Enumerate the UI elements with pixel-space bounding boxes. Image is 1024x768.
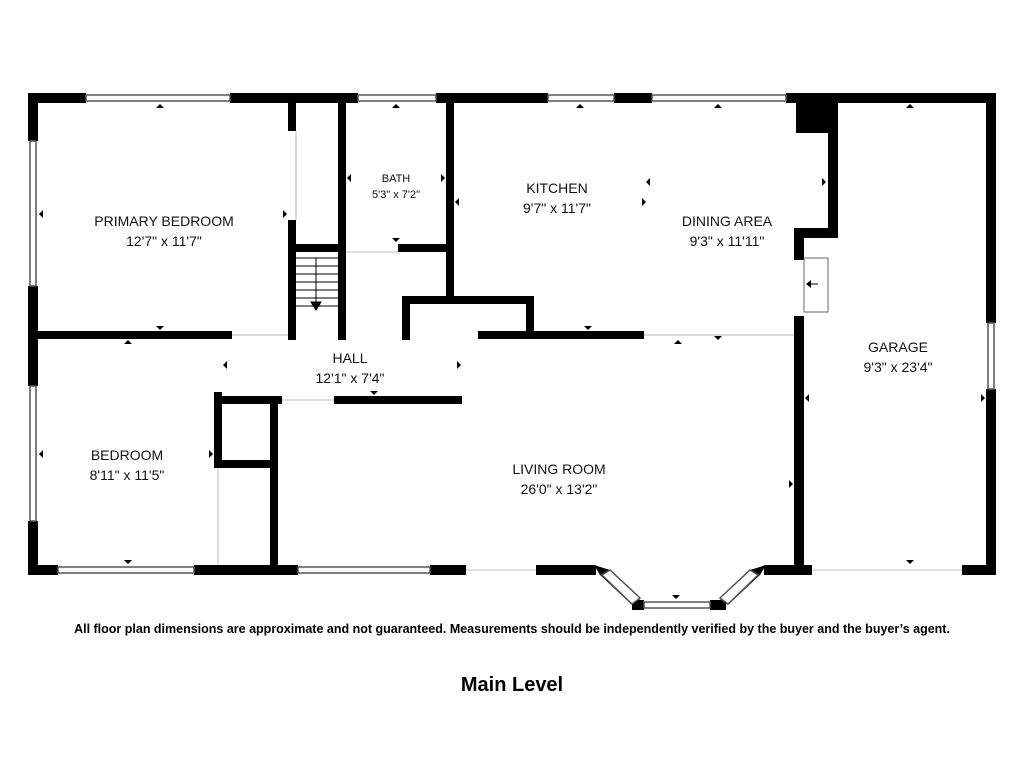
room-hall: HALL 12'1" x 7'4"	[316, 348, 385, 388]
dimension-markers	[39, 104, 985, 599]
room-primary-bedroom: PRIMARY BEDROOM 12'7" x 11'7"	[94, 211, 234, 251]
room-name: PRIMARY BEDROOM	[94, 213, 234, 229]
windows	[29, 94, 995, 609]
room-dimensions: 9'3" x 23'4"	[863, 359, 933, 375]
room-dimensions: 12'1" x 7'4"	[315, 370, 385, 386]
exterior-walls	[28, 93, 996, 610]
interior-walls	[38, 93, 838, 575]
room-dimensions: 26'0" x 13'2"	[520, 481, 598, 497]
room-bath: BATH 5'3" x 7'2"	[372, 171, 420, 203]
level-title: Main Level	[460, 674, 564, 696]
room-dimensions: 9'7" x 11'7"	[523, 200, 591, 216]
room-dimensions: 8'11" x 11'5"	[89, 467, 165, 483]
garage-steps	[803, 257, 829, 313]
room-kitchen: KITCHEN 9'7" x 11'7"	[523, 178, 591, 218]
room-name: HALL	[332, 350, 368, 366]
room-name: BATH	[381, 173, 411, 185]
disclaimer-text: All floor plan dimensions are approximat…	[74, 622, 950, 636]
room-name: KITCHEN	[526, 180, 588, 196]
room-dimensions: 9'3" x 11'11"	[689, 233, 765, 249]
room-living-room: LIVING ROOM 26'0" x 13'2"	[512, 459, 605, 499]
stairs	[296, 257, 338, 311]
room-dining-area: DINING AREA 9'3" x 11'11"	[682, 211, 772, 251]
room-name: LIVING ROOM	[512, 461, 606, 477]
room-dimensions: 12'7" x 11'7"	[126, 233, 202, 249]
door-openings	[217, 131, 962, 571]
room-bedroom: BEDROOM 8'11" x 11'5"	[90, 445, 165, 485]
room-dimensions: 5'3" x 7'2"	[371, 189, 421, 201]
room-name: BEDROOM	[90, 447, 164, 463]
room-name: DINING AREA	[681, 213, 773, 229]
room-garage: GARAGE 9'3" x 23'4"	[864, 337, 933, 377]
room-name: GARAGE	[868, 339, 928, 355]
